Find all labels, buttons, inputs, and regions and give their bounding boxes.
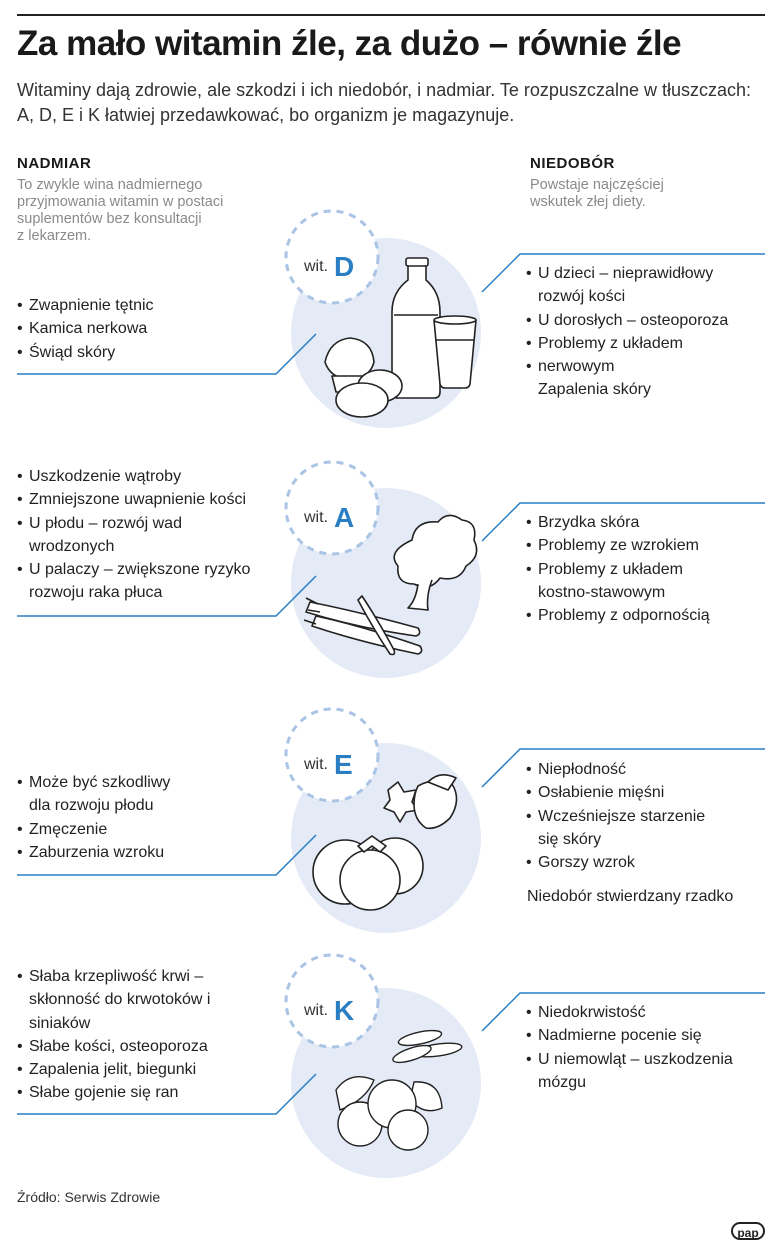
glass-rim	[433, 315, 477, 325]
vit-letter-d: D	[334, 251, 354, 282]
list-item: Uszkodzenie wątroby	[17, 465, 282, 489]
vit-prefix: wit.	[303, 756, 328, 773]
bottle-cap	[405, 257, 429, 267]
desc-line: z lekarzem.	[17, 228, 92, 244]
excess-list-d: Zwapnienie tętnic Kamica nerkowa Świąd s…	[17, 294, 277, 364]
desc-nadmiar: To zwykle wina nadmiernego przyjmowania …	[17, 177, 223, 245]
broccoli-stem	[407, 579, 433, 611]
hazelnut-icon	[387, 1109, 429, 1151]
list-item: Świąd skóry	[17, 341, 277, 365]
heading-nadmiar: NADMIAR	[17, 155, 92, 172]
tomato-icon	[339, 849, 401, 911]
dashed-badge-d	[284, 209, 380, 305]
dashed-badge-k	[284, 953, 380, 1049]
leader-line-e-left	[17, 834, 317, 876]
seeds-icon	[397, 1029, 443, 1047]
vit-letter-a: A	[334, 502, 354, 533]
list-item: U palaczy – zwiększone ryzyko rozwoju ra…	[17, 558, 282, 605]
leader-line-k-right	[481, 992, 765, 1032]
tomato-stem	[357, 835, 387, 853]
list-item: U płodu – rozwój wad wrodzonych	[17, 512, 214, 559]
list-item: Brzydka skóra	[526, 511, 726, 535]
desc-line: przyjmowania witamin w postaci	[17, 194, 224, 210]
carrot-icon	[357, 595, 396, 656]
excess-list-a: Uszkodzenie wątroby Zmniejszone uwapnien…	[17, 465, 282, 605]
broccoli-icon	[393, 514, 478, 588]
seeds-icon	[392, 1044, 432, 1064]
list-item: Zaburzenia wzroku	[17, 841, 217, 865]
egg-icon	[335, 382, 389, 418]
list-item: Problemy ze wzrokiem	[526, 534, 726, 558]
deficiency-note-e: Niedobór stwierdzany rzadko	[527, 888, 734, 905]
list-item: Zmniejszone uwapnienie kości	[17, 488, 282, 512]
dashed-badge-e	[284, 707, 380, 803]
vit-letter-k: K	[334, 995, 354, 1026]
dashed-badge-a	[284, 460, 380, 556]
list-item: U niemowląt – uszkodzenia mózgu	[526, 1048, 753, 1095]
strawberry-flower-icon	[383, 781, 419, 823]
deficiency-list-a: Brzydka skóra Problemy ze wzrokiem Probl…	[526, 511, 726, 628]
heading-niedobor: NIEDOBÓR	[530, 155, 615, 172]
desc-line: wskutek złej diety.	[530, 194, 646, 210]
pap-logo: pap	[731, 1222, 765, 1240]
leader-line-e-right	[481, 748, 765, 788]
list-item: Słaba krzepliwość krwi – skłonność do kr…	[17, 965, 244, 1035]
list-item: Zmęczenie	[17, 818, 217, 842]
list-item: Osłabienie mięśni	[526, 781, 736, 805]
deficiency-list-e: Niepłodność Osłabienie mięśni Wcześniejs…	[526, 758, 736, 875]
list-item: nerwowym Zapalenia skóry	[526, 355, 668, 402]
top-rule	[17, 14, 765, 16]
source-note: Źródło: Serwis Zdrowie	[17, 1189, 161, 1205]
carrot-leaves	[303, 597, 321, 625]
list-item: U dzieci – nieprawidłowy rozwój kości	[526, 262, 736, 309]
list-item: Zapalenia jelit, biegunki	[17, 1058, 247, 1082]
list-item: Wcześniejsze starzenie się skóry	[526, 805, 728, 852]
list-item: Niedokrwistość	[526, 1001, 756, 1025]
desc-line: Powstaje najczęściej	[530, 177, 664, 193]
list-item: Niepłodność	[526, 758, 736, 782]
vit-prefix: wit.	[303, 258, 328, 275]
list-item: Zwapnienie tętnic	[17, 294, 277, 318]
list-item: Może być szkodliwy dla rozwoju płodu	[17, 771, 194, 818]
list-item: Problemy z układem	[526, 332, 736, 356]
leader-line-d-left	[17, 333, 317, 375]
lead-text: Witaminy dają zdrowie, ale szkodzi i ich…	[17, 80, 752, 125]
list-item: Problemy z układem kostno-stawowym	[526, 558, 713, 605]
desc-niedobor: Powstaje najczęściej wskutek złej diety.	[530, 177, 664, 211]
list-item: Gorszy wzrok	[526, 851, 736, 875]
leader-line-a-right	[481, 502, 765, 542]
list-item: Nadmierne pocenie się	[526, 1024, 756, 1048]
desc-line: suplementów bez konsultacji	[17, 211, 202, 227]
list-item: U dorosłych – osteoporoza	[526, 309, 736, 333]
page-title: Za mało witamin źle, za dużo – równie źl…	[17, 24, 682, 63]
excess-list-k: Słaba krzepliwość krwi – skłonność do kr…	[17, 965, 247, 1105]
deficiency-list-d: U dzieci – nieprawidłowy rozwój kości U …	[526, 262, 736, 402]
milk-bottle-icon	[391, 264, 441, 399]
vit-prefix: wit.	[303, 509, 328, 526]
excess-list-e: Może być szkodliwy dla rozwoju płodu Zmę…	[17, 771, 217, 864]
glass-icon	[433, 319, 477, 389]
vit-prefix: wit.	[303, 1002, 328, 1019]
strawberry-leaf	[427, 774, 457, 791]
list-item: Słabe kości, osteoporoza	[17, 1035, 247, 1059]
leader-line-a-left	[17, 575, 317, 617]
leader-line-k-left	[17, 1073, 317, 1115]
list-item: Słabe gojenie się ran	[17, 1081, 247, 1105]
leader-line-d-right	[481, 253, 765, 293]
vit-letter-e: E	[334, 749, 353, 780]
deficiency-list-k: Niedokrwistość Nadmierne pocenie się U n…	[526, 1001, 756, 1094]
list-item: Kamica nerkowa	[17, 317, 277, 341]
carrot-icon	[311, 615, 423, 655]
list-item: Problemy z odpornością	[526, 604, 726, 628]
desc-line: To zwykle wina nadmiernego	[17, 177, 203, 193]
